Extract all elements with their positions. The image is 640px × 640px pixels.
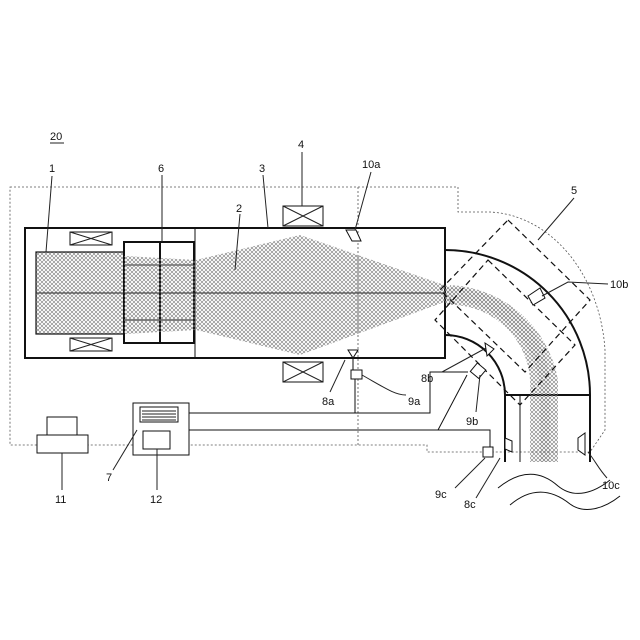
break-wave [498,474,610,493]
detector-8b [485,343,494,356]
detector-9b [470,363,485,378]
sensor-10b [528,288,545,305]
ref-8b: 8b [421,373,433,385]
terminal-top [47,417,77,435]
ref-8c: 8c [464,499,476,511]
leader-9a [362,375,406,395]
ref-2: 2 [236,203,242,215]
ion-beam [124,235,450,355]
ref-12: 12 [150,494,162,506]
ref-1: 1 [49,163,55,175]
terminal-base [37,435,88,453]
detector-8a [348,350,358,358]
ref-10b: 10b [610,279,628,291]
storage-unit [143,431,170,449]
ref-9b: 9b [466,416,478,428]
ref-5: 5 [571,185,577,197]
detector-9a [351,370,362,379]
ref-3: 3 [259,163,265,175]
signal-cable [438,430,490,447]
ref-9a: 9a [408,396,421,408]
ref-6: 6 [158,163,164,175]
ref-11: 11 [55,494,66,506]
sensor-10c [578,433,585,455]
ref-7: 7 [106,472,112,484]
leader-10b [542,282,608,296]
detector-8c [505,438,512,452]
ref-10c: 10c [602,480,620,492]
leader-10a [355,172,371,230]
leader-3 [263,175,268,228]
leader-9c [455,458,485,488]
ref-10a: 10a [362,159,381,171]
ref-8a: 8a [322,396,335,408]
leader-8a [330,360,345,392]
sensor-10a [346,230,361,241]
leader-10c [588,452,607,478]
leader-9b [476,375,480,412]
figure-label: 20 [50,131,62,143]
break-wave [510,492,620,509]
ref-4: 4 [298,139,304,151]
detector-9c [483,447,493,457]
leader-5 [538,198,574,240]
ref-9c: 9c [435,489,447,501]
